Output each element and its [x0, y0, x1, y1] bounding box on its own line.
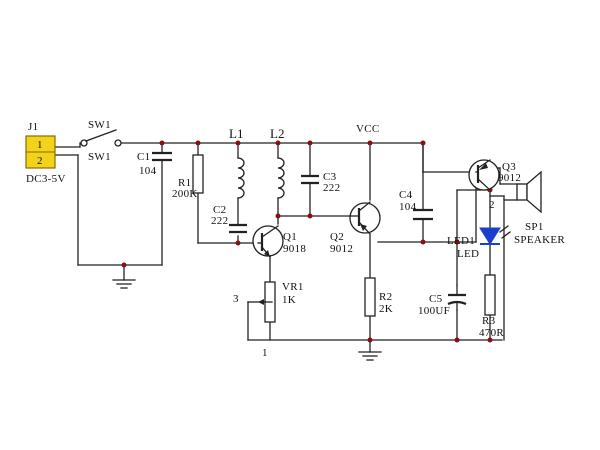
connector-pin-2: 2: [37, 155, 43, 167]
capacitor-ref: C3: [323, 171, 337, 183]
connector-pin-1: 1: [37, 139, 43, 151]
pot-ref: VR1: [282, 281, 304, 293]
led-led1: LED1 LED: [447, 225, 511, 260]
transistor-q2: Q2 9012: [330, 201, 381, 255]
capacitor-ref: C4: [399, 189, 413, 201]
speaker-pin: 2: [489, 199, 495, 211]
resistor-value: 470R: [479, 327, 504, 339]
led-value: LED: [457, 248, 479, 260]
connector-ref: J1: [28, 121, 38, 133]
junction-dot: [275, 213, 281, 219]
transistor-ref: Q1: [283, 231, 297, 243]
capacitor-c3: C3 222: [301, 171, 340, 194]
capacitor-c4: C4 104: [399, 189, 433, 221]
inductor-l1: L1: [229, 126, 245, 199]
junction-dot: [420, 239, 426, 245]
resistor-value: 200K: [172, 188, 198, 200]
transistor-ref: Q2: [330, 231, 344, 243]
junction-dot: [454, 239, 460, 245]
switch-ref-secondary: SW1: [88, 151, 111, 163]
junction-dot: [307, 140, 313, 146]
connector-j1: J1 1 2 DC3-5V: [25, 121, 66, 185]
junction-dot: [159, 140, 165, 146]
capacitor-c1: C1 104: [137, 151, 172, 177]
transistor-ref: Q3: [502, 161, 516, 173]
capacitor-ref: C5: [429, 293, 443, 305]
junction-dot: [367, 140, 373, 146]
led-body: [479, 227, 501, 245]
resistor-value: 2K: [379, 303, 393, 315]
ground-symbol: [112, 279, 136, 289]
pot-value: 1K: [282, 294, 296, 306]
potentiometer-vr1: VR1 1K 3 1: [233, 281, 304, 359]
pot-pin-3: 3: [233, 293, 239, 305]
inductor-ref: L1: [229, 126, 243, 141]
inductor-ref: L2: [270, 126, 284, 141]
wires: [54, 142, 518, 353]
junction-dot: [367, 337, 373, 343]
junction-dot: [235, 140, 241, 146]
junction-dot: [307, 213, 313, 219]
resistor-r1: R1 200K: [172, 154, 204, 200]
junction-dot: [275, 140, 281, 146]
resistor-r3: R3 470R: [479, 274, 504, 339]
speaker-sp1: 2 SP1 SPEAKER: [489, 170, 565, 246]
pot-pin-1: 1: [262, 347, 268, 359]
junction-dot: [420, 140, 426, 146]
junction-dot: [235, 240, 241, 246]
connector-value: DC3-5V: [26, 173, 66, 185]
capacitor-value: 222: [323, 182, 340, 194]
resistor-ref: R3: [482, 315, 496, 327]
capacitor-ref: C1: [137, 151, 150, 163]
transistor-value: 9012: [498, 172, 521, 184]
transistor-value: 9012: [330, 243, 353, 255]
junction-dot: [454, 337, 460, 343]
resistor-ref: R2: [379, 291, 392, 303]
transistor-value: 9018: [283, 243, 306, 255]
ground-symbol: [358, 351, 382, 361]
switch-sw1: SW1 SW1: [80, 119, 122, 163]
speaker-value: SPEAKER: [514, 234, 565, 246]
capacitor-value: 104: [399, 201, 417, 213]
capacitor-ref: C2: [213, 204, 226, 216]
speaker-ref: SP1: [525, 221, 544, 233]
inductor-l2: L2: [270, 126, 285, 199]
capacitor-value: 104: [139, 165, 157, 177]
capacitor-value: 100UF: [418, 305, 450, 317]
vcc-label: VCC: [356, 123, 380, 135]
junction-dot: [121, 262, 127, 268]
capacitor-c5: C5 100UF: [418, 284, 467, 317]
junction-dot: [487, 337, 493, 343]
switch-ref: SW1: [88, 119, 111, 131]
transistor-q3: Q3 9012: [468, 159, 521, 191]
junction-dot: [195, 140, 201, 146]
capacitor-value: 222: [211, 215, 228, 227]
transistor-q1: Q1 9018: [252, 225, 306, 258]
led-ref: LED1: [447, 235, 475, 247]
resistor-ref: R1: [178, 177, 191, 189]
resistor-r2: R2 2K: [364, 277, 393, 317]
capacitor-c2: C2 222: [211, 204, 247, 234]
